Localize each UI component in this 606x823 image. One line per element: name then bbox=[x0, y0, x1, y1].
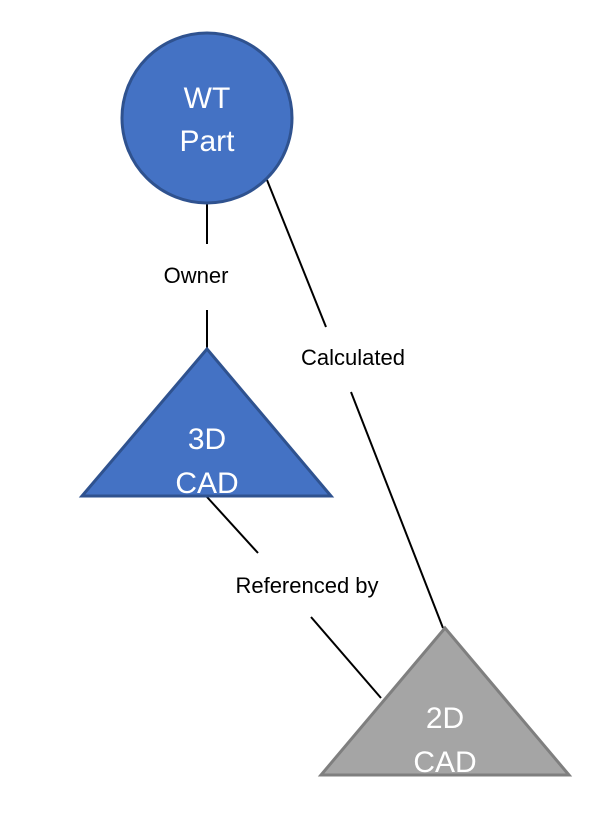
node-2d-cad: 2D CAD bbox=[317, 625, 573, 779]
edge-calculated: Calculated bbox=[266, 179, 444, 629]
cad-3d-triangle bbox=[78, 346, 335, 498]
edge-referenced-by-line-bottom bbox=[310, 616, 382, 699]
cad-3d-label-line1: 3D bbox=[188, 423, 226, 456]
edge-calculated-line-top bbox=[266, 179, 327, 328]
wt-part-circle bbox=[120, 31, 294, 205]
cad-3d-label-line2: CAD bbox=[175, 467, 238, 500]
edge-calculated-label: Calculated bbox=[301, 345, 405, 370]
edge-calculated-line-bottom bbox=[350, 391, 444, 629]
cad-2d-label-line1: 2D bbox=[426, 702, 464, 735]
node-wt-part: WT Part bbox=[120, 31, 294, 205]
edge-referenced-by: Referenced by bbox=[206, 496, 382, 699]
edge-owner-label: Owner bbox=[164, 263, 229, 288]
wt-part-label-line2: Part bbox=[179, 125, 235, 158]
node-3d-cad: 3D CAD bbox=[78, 346, 335, 500]
edge-referenced-by-line-top bbox=[206, 496, 259, 554]
cad-2d-label-line2: CAD bbox=[413, 746, 476, 779]
wt-part-label-line1: WT bbox=[184, 82, 231, 115]
edge-owner: Owner bbox=[164, 204, 229, 350]
edge-referenced-by-label: Referenced by bbox=[235, 573, 378, 598]
cad-2d-triangle bbox=[317, 625, 573, 777]
